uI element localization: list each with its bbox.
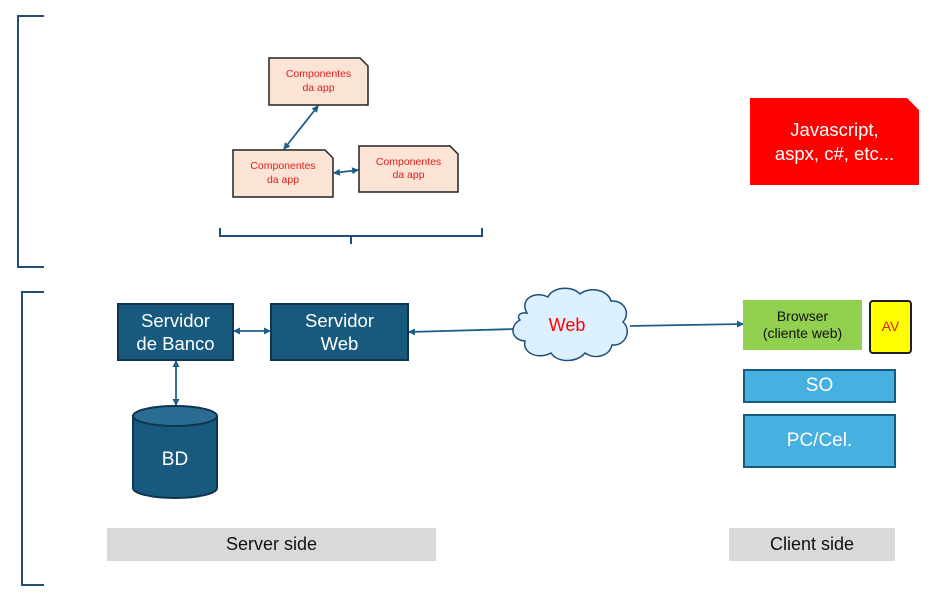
- languages-label: Javascript, aspx, c#, etc...: [774, 119, 895, 164]
- component-label: Componentes da app: [285, 68, 352, 94]
- browser-box: Browser (cliente web): [743, 300, 862, 350]
- component-label: Componentes da app: [375, 155, 442, 181]
- fold-corner-shape: [268, 57, 369, 106]
- database-label: BD: [162, 449, 188, 470]
- component-box-top: Componentes da app: [268, 57, 369, 106]
- languages-box: Javascript, aspx, c#, etc...: [750, 98, 919, 185]
- arrow-web-server-to-cloud: [408, 328, 517, 336]
- arrow-comp-left-to-right: [333, 167, 359, 176]
- component-box-left: Componentes da app: [232, 149, 334, 198]
- arrow-comp-top-to-left: [283, 105, 319, 150]
- antivirus-label: AV: [881, 318, 900, 335]
- database-cylinder: [132, 405, 218, 499]
- bracket-bottom-left: [21, 291, 44, 586]
- device-label: PC/Cel.: [786, 430, 853, 452]
- web-cloud-label: Web: [549, 315, 586, 335]
- fold-corner-shape: [358, 145, 459, 193]
- bracket-top-left: [17, 15, 44, 268]
- web-server-box: Servidor Web: [270, 303, 409, 361]
- client-side-label-box: Client side: [729, 528, 895, 561]
- arrow-cloud-to-browser: [629, 320, 744, 328]
- component-label: Componentes da app: [250, 160, 316, 186]
- client-side-label: Client side: [769, 534, 855, 555]
- component-box-right: Componentes da app: [358, 145, 459, 193]
- os-box: SO: [743, 369, 896, 403]
- web-server-label: Servidor Web: [305, 309, 374, 354]
- antivirus-box: AV: [869, 300, 912, 354]
- fold-corner-shape: [232, 149, 334, 198]
- device-box: PC/Cel.: [743, 414, 896, 468]
- server-side-label-box: Server side: [107, 528, 436, 561]
- database-server-label: Servidor de Banco: [136, 309, 215, 354]
- web-cloud-shape: [512, 287, 628, 362]
- database-server-box: Servidor de Banco: [117, 303, 234, 361]
- os-label: SO: [805, 375, 834, 397]
- components-brace: [219, 228, 483, 244]
- browser-label: Browser (cliente web): [762, 307, 843, 342]
- server-side-label: Server side: [225, 534, 318, 555]
